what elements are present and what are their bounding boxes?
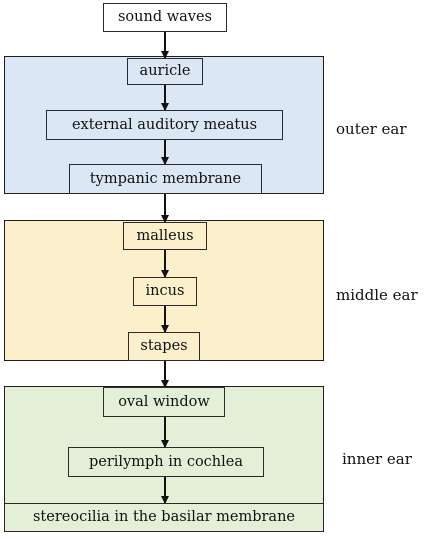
box-tympanic-membrane: tympanic membrane — [69, 164, 262, 194]
label-inner-ear: inner ear — [342, 450, 412, 468]
middle-ear-region — [4, 220, 324, 361]
box-external-auditory-meatus: external auditory meatus — [46, 110, 283, 140]
outer-ear-region — [4, 56, 324, 194]
box-perilymph-in-cochlea: perilymph in cochlea — [68, 447, 264, 477]
box-stapes: stapes — [128, 332, 200, 361]
box-malleus: malleus — [123, 222, 207, 250]
box-auricle: auricle — [127, 58, 203, 85]
box-incus: incus — [133, 277, 197, 306]
label-middle-ear: middle ear — [336, 286, 418, 304]
box-sound-waves: sound waves — [103, 3, 227, 32]
box-stereocilia: stereocilia in the basilar membrane — [4, 503, 324, 532]
label-outer-ear: outer ear — [336, 120, 407, 138]
box-oval-window: oval window — [103, 387, 225, 417]
